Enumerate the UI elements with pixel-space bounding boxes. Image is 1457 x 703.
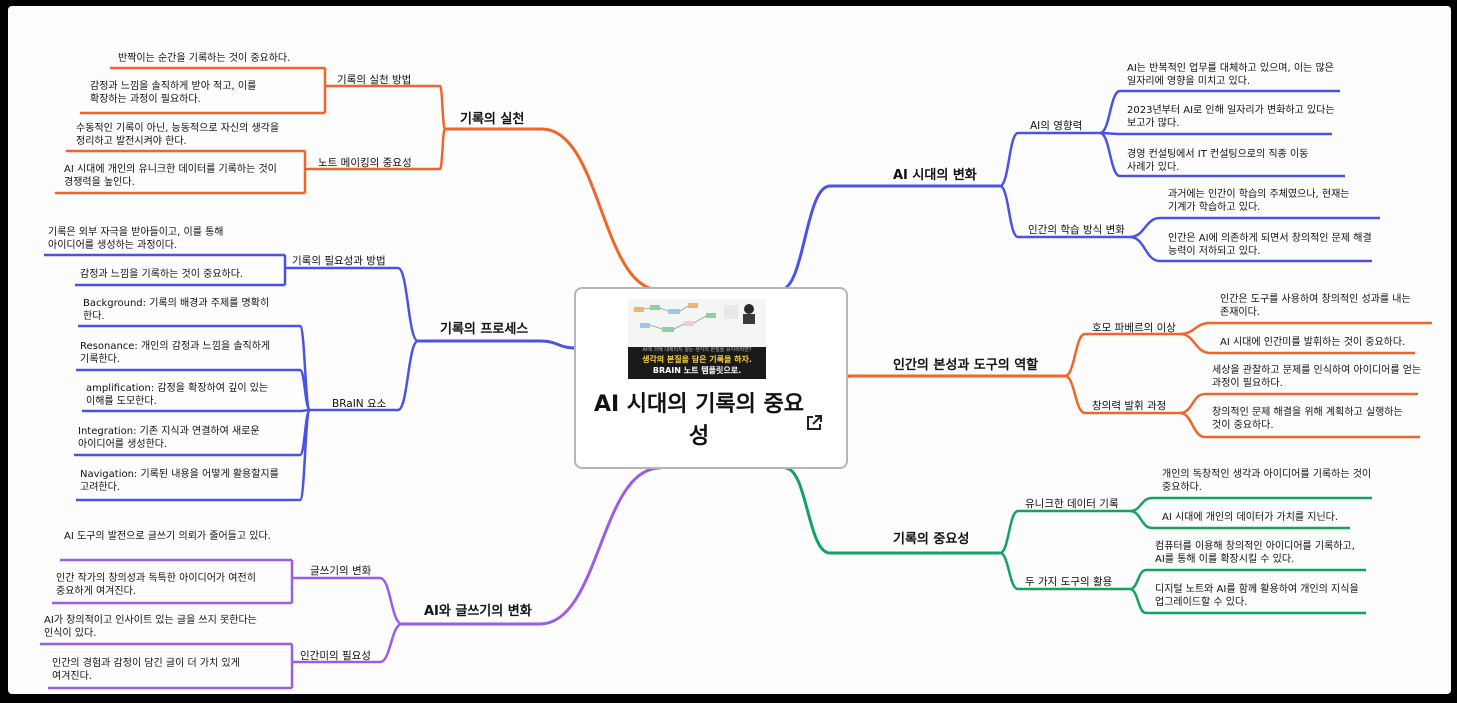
- branch-nature[interactable]: 인간의 본성과 도구의 역할: [893, 358, 1039, 373]
- importance-sub2-leaf2-edge: [1129, 587, 1147, 615]
- thumbnail-line-2: BRAIN 노트 템플릿으로.: [652, 366, 742, 375]
- era-sub2-edge: [999, 184, 1019, 239]
- branch-era[interactable]: AI 시대의 변화: [893, 168, 977, 183]
- thumbnail-line-1: 생각의 본질을 담은 기록을 하자.: [642, 355, 752, 364]
- nature-sub2-topic[interactable]: 창의력 발휘 과정: [1092, 400, 1167, 412]
- writing-sub2-leaf[interactable]: AI가 창의적이고 인사이트 있는 글을 쓰지 못한다는 인식이 있다.: [44, 615, 257, 639]
- era-sub2-leaf2-edge: [1129, 235, 1161, 263]
- writing-sub1-leaf[interactable]: AI 도구의 발전으로 글쓰기 의뢰가 줄어들고 있다.: [64, 531, 271, 542]
- era-sub1-leaf[interactable]: AI는 반복적인 업무를 대체하고 있으며, 이는 많은 일자리에 영향을 미치…: [1127, 63, 1334, 87]
- process-sub2-leaf[interactable]: Integration: 기존 지식과 연결하여 새로운 아이디어를 생성한다.: [78, 426, 260, 450]
- writing-sub1-edge: [379, 576, 403, 626]
- practice-sub2-leaf[interactable]: 수동적인 기록이 아닌, 능동적으로 자신의 생각을 정리하고 발전시켜야 한다…: [76, 123, 280, 147]
- process-sub2-topic[interactable]: BRaIN 요소: [332, 398, 387, 410]
- process-sub2-edge: [397, 339, 419, 412]
- era-sub1-leaf1-edge: [1099, 89, 1121, 135]
- importance-sub2-edge: [999, 551, 1019, 591]
- practice-sub2-leaf[interactable]: AI 시대에 개인의 유니크한 데이터를 기록하는 것이 경쟁력을 높인다.: [64, 164, 277, 188]
- thumbnail-subtitle: AI에 의해 대체되지 않는 생각의 본질을 유지하려면?: [642, 347, 752, 353]
- era-sub2-leaf1-edge: [1129, 216, 1161, 239]
- importance-sub1-leaf2-edge: [1129, 509, 1153, 530]
- center-topic[interactable]: AI에 의해 대체되지 않는 생각의 본질을 유지하려면? 생각의 본질을 담은…: [574, 287, 848, 469]
- thumbnail-banner: AI에 의해 대체되지 않는 생각의 본질을 유지하려면? 생각의 본질을 담은…: [628, 347, 766, 379]
- importance-sub1-leaf[interactable]: 개인의 독창적인 생각과 아이디어를 기록하는 것이 중요하다.: [1162, 469, 1372, 493]
- writing-sub2-edge: [379, 622, 403, 664]
- era-sub1-edge: [999, 131, 1019, 188]
- process-sub2-leaf5-edge: [298, 408, 312, 502]
- branch-importance[interactable]: 기록의 중요성: [893, 532, 970, 547]
- nature-sub2-leaf[interactable]: 세상을 관찰하고 문제를 인식하여 아이디어를 얻는 과정이 필요하다.: [1212, 365, 1422, 389]
- nature-sub1-leaf[interactable]: 인간은 도구를 사용하여 창의적인 성과를 내는 존재이다.: [1220, 294, 1411, 318]
- process-trunk-edge: [539, 339, 577, 350]
- practice-sub1-leaf[interactable]: 반짝이는 순간을 기록하는 것이 중요하다.: [118, 53, 291, 64]
- process-sub1-edge: [397, 266, 419, 343]
- nature-sub1-leaf1-edge: [1179, 321, 1211, 336]
- branch-writing[interactable]: AI와 글쓰기의 변화: [424, 604, 532, 619]
- process-sub1-topic[interactable]: 기록의 필요성과 방법: [292, 255, 386, 267]
- nature-sub1-leaf2-edge: [1179, 332, 1211, 355]
- importance-trunk-edge: [784, 466, 831, 555]
- external-link-icon[interactable]: [804, 413, 824, 433]
- era-sub1-leaf[interactable]: 경영 컨설팅에서 IT 컨설팅으로의 직종 이동 사례가 있다.: [1127, 149, 1309, 173]
- nature-sub1-leaf[interactable]: AI 시대에 인간미를 발휘하는 것이 중요하다.: [1220, 337, 1406, 348]
- nature-sub1-edge: [1064, 332, 1086, 378]
- importance-sub2-topic[interactable]: 두 가지 도구의 활용: [1025, 576, 1113, 588]
- practice-sub1-topic[interactable]: 기록의 실천 방법: [337, 74, 412, 86]
- era-trunk-edge: [779, 184, 831, 292]
- importance-sub1-leaf[interactable]: AI 시대에 개인의 데이터가 가치를 지닌다.: [1162, 512, 1339, 523]
- importance-sub2-leaf[interactable]: 디지털 노트와 AI를 함께 활용하여 개인의 지식을 업그레이드할 수 있다.: [1155, 584, 1359, 608]
- process-sub2-leaf[interactable]: Resonance: 개인의 감정과 느낌을 솔직하게 기록한다.: [80, 341, 271, 365]
- branch-process[interactable]: 기록의 프로세스: [440, 322, 529, 337]
- writing-sub1-leaf[interactable]: 인간 작가의 창의성과 독특한 아이디어가 여전히 중요하게 여겨진다.: [56, 573, 256, 597]
- branch-practice[interactable]: 기록의 실천: [460, 112, 525, 127]
- practice-sub2-topic[interactable]: 노트 메이킹의 중요성: [318, 157, 412, 169]
- practice-trunk-edge: [541, 127, 661, 292]
- writing-sub2-leaf[interactable]: 인간의 경험과 감정이 담긴 글이 더 가치 있게 여겨진다.: [52, 658, 240, 682]
- importance-sub1-edge: [999, 509, 1019, 555]
- center-title: AI 시대의 기록의 중요성: [593, 392, 805, 449]
- importance-sub1-leaf1-edge: [1129, 496, 1153, 513]
- importance-sub2-leaf[interactable]: 컴퓨터를 이용해 창의적인 아이디어를 기록하고, AI를 통해 이를 확장시킬…: [1155, 541, 1355, 565]
- nature-sub2-leaf[interactable]: 창의적인 문제 해결을 위해 계획하고 실행하는 것이 중요하다.: [1212, 407, 1403, 431]
- importance-sub2-leaf1-edge: [1129, 568, 1147, 591]
- era-sub2-leaf[interactable]: 인간은 AI에 의존하게 되면서 창의적인 문제 해결 능력이 저하되고 있다.: [1168, 233, 1372, 257]
- nature-sub2-edge: [1064, 374, 1086, 415]
- process-sub2-leaf[interactable]: amplification: 감정을 확장하여 깊이 있는 이해를 도모한다.: [86, 383, 269, 407]
- nature-sub2-leaf1-edge: [1179, 392, 1206, 415]
- process-sub1-leaf[interactable]: 기록은 외부 자극을 받아들이고, 이를 통해 아이디어를 생성하는 과정이다.: [48, 227, 224, 251]
- writing-trunk-edge: [539, 466, 661, 626]
- era-sub2-leaf[interactable]: 과거에는 인간이 학습의 주체였으나, 현재는 기계가 학습하고 있다.: [1168, 189, 1350, 213]
- era-sub1-leaf[interactable]: 2023년부터 AI로 인해 일자리가 변화하고 있다는 보고가 많다.: [1127, 105, 1335, 129]
- process-sub2-leaf[interactable]: Navigation: 기록된 내용을 어떻게 활용할지를 고려한다.: [80, 469, 279, 493]
- practice-sub1-leaf[interactable]: 감정과 느낌을 솔직하게 받아 적고, 이를 확장하는 과정이 필요하다.: [90, 81, 257, 105]
- nature-sub2-leaf2-edge: [1179, 411, 1206, 439]
- nature-sub1-topic[interactable]: 호모 파베르의 이상: [1092, 322, 1176, 334]
- center-thumbnail: AI에 의해 대체되지 않는 생각의 본질을 유지하려면? 생각의 본질을 담은…: [628, 299, 766, 379]
- era-sub1-leaf3-edge: [1099, 131, 1121, 178]
- practice-sub2-edge: [438, 127, 447, 171]
- process-sub2-leaf[interactable]: Background: 기록의 배경과 주제를 명확히 한다.: [83, 298, 270, 322]
- era-sub2-topic[interactable]: 인간의 학습 방식 변화: [1028, 224, 1125, 236]
- thumbnail-diagram: [634, 303, 755, 332]
- practice-sub1-edge: [438, 84, 447, 131]
- writing-sub2-topic[interactable]: 인간미의 필요성: [300, 650, 371, 662]
- era-sub1-topic[interactable]: AI의 영향력: [1030, 120, 1083, 132]
- importance-sub1-topic[interactable]: 유니크한 데이터 기록: [1025, 498, 1119, 510]
- process-sub1-leaf[interactable]: 감정과 느낌을 기록하는 것이 중요하다.: [80, 269, 244, 280]
- writing-sub1-topic[interactable]: 글쓰기의 변화: [310, 565, 372, 577]
